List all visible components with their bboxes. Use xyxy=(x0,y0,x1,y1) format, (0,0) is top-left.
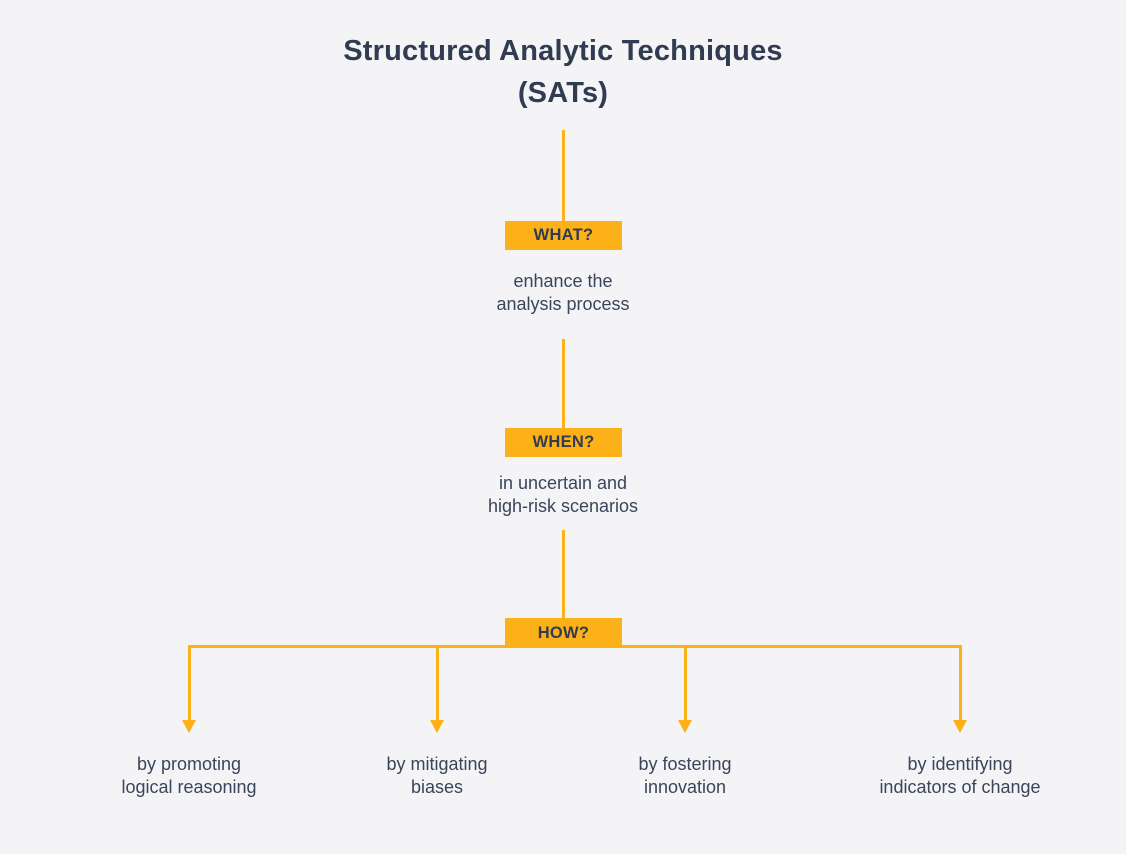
branch-label-4-line1: by identifying xyxy=(907,754,1013,774)
branch-line-4 xyxy=(959,646,962,720)
when-caption-line2: high-risk scenarios xyxy=(487,496,639,516)
arrow-down-icon xyxy=(182,720,196,733)
arrow-down-icon xyxy=(430,720,444,733)
what-caption: enhance the analysis process xyxy=(413,270,713,316)
diagram-title-line1: Structured Analytic Techniques xyxy=(343,35,783,67)
connector-when-to-how xyxy=(562,530,565,618)
branch-label-2-line2: biases xyxy=(410,777,464,797)
branch-label-4-line2: indicators of change xyxy=(879,777,1041,797)
branch-label-1-line2: logical reasoning xyxy=(121,777,257,797)
branch-line-1 xyxy=(188,646,191,720)
branch-line-2 xyxy=(436,646,439,720)
arrow-down-icon xyxy=(678,720,692,733)
branch-label-1-line1: by promoting xyxy=(136,754,242,774)
how-box: HOW? xyxy=(505,618,622,648)
branch-label-1: by promoting logical reasoning xyxy=(69,753,309,799)
what-box: WHAT? xyxy=(505,221,622,250)
when-caption-line1: in uncertain and xyxy=(498,473,628,493)
branch-line-3 xyxy=(684,646,687,720)
diagram-title: Structured Analytic Techniques (SATs) xyxy=(0,30,1126,114)
branch-label-2-line1: by mitigating xyxy=(386,754,488,774)
when-caption: in uncertain and high-risk scenarios xyxy=(413,472,713,518)
diagram-title-line2: (SATs) xyxy=(517,77,609,109)
when-box: WHEN? xyxy=(505,428,622,457)
branch-label-3-line2: innovation xyxy=(643,777,727,797)
what-caption-line1: enhance the xyxy=(513,271,613,291)
arrow-down-icon xyxy=(953,720,967,733)
branch-label-2: by mitigating biases xyxy=(317,753,557,799)
connector-what-to-when xyxy=(562,339,565,428)
what-caption-line2: analysis process xyxy=(496,294,630,314)
branch-label-3: by fostering innovation xyxy=(565,753,805,799)
branch-label-4: by identifying indicators of change xyxy=(840,753,1080,799)
branch-label-3-line1: by fostering xyxy=(638,754,732,774)
connector-title-to-what xyxy=(562,130,565,221)
